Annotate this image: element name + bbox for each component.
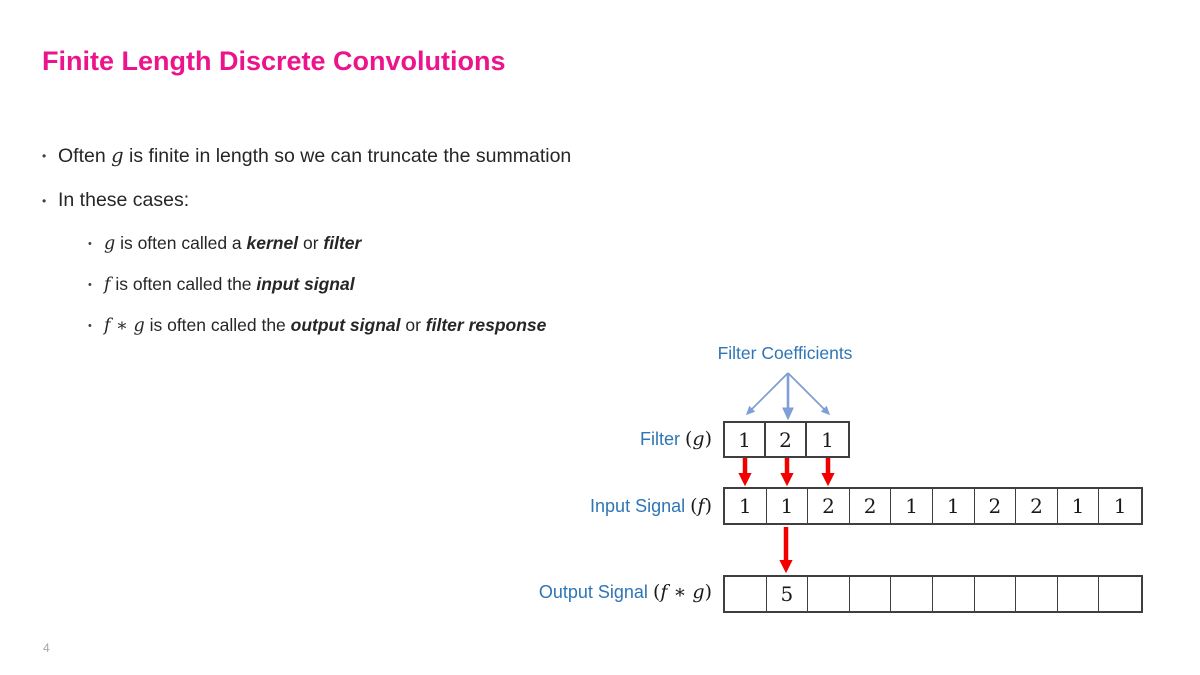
text-segment: is often called the [110,274,257,294]
text-segment: ( [690,495,698,517]
text-segment: ( [684,428,693,450]
grid-cell: 1 [1113,494,1127,518]
grid-cell: 2 [766,423,807,456]
filter-apply-arrows [738,457,835,487]
grid-cell: 1 [1058,489,1100,523]
bullet-dot-icon: • [42,149,47,163]
bullet-item: • f ∗ g is often called the output signal… [88,314,982,338]
text-segment: is finite in length so we can truncate t… [123,145,572,167]
bullet-dot-icon: • [42,194,47,208]
text-segment: output signal [290,315,401,335]
bullet-text: In these cases: [58,188,189,213]
page-number: 4 [43,641,50,655]
grid-cell: 1 [821,427,834,452]
bullet-list: • Often g is finite in length so we can t… [42,143,982,355]
text-segment: g [133,316,145,336]
input-signal-row-label: Input Signal (f) [430,495,712,517]
grid-cell: 1 [767,489,809,523]
text-segment: ) [704,428,712,450]
text-segment: g [692,581,705,603]
bullet-item: • In these cases: [42,188,982,213]
bullet-dot-icon: • [88,238,92,250]
bullet-dot-icon: • [88,279,92,291]
filter-row-label: Filter (g) [430,428,712,450]
text-segment: Output Signal [538,582,653,602]
grid-cell: 5 [767,577,809,611]
grid-cell [891,577,933,611]
text-segment: ) [704,495,712,517]
text-segment: In these cases: [58,189,190,211]
output-signal-row-label: Output Signal (f ∗ g) [430,581,712,603]
bullet-text: f ∗ g is often called the output signal … [104,314,546,338]
bullet-text: Often g is finite in length so we can tr… [58,143,571,169]
grid-cell [933,577,975,611]
grid-cell [1099,577,1141,611]
text-segment: kernel [246,233,299,253]
slide-title: Finite Length Discrete Convolutions [42,46,506,76]
grid-cell: 2 [808,489,850,523]
grid-cell [850,577,892,611]
grid-cell: 2 [850,489,892,523]
text-segment: input signal [256,274,355,294]
text-segment: is often called the [144,315,291,335]
bullet-text: f is often called the input signal [104,273,355,297]
diagram-arrows [738,372,835,574]
grid-cell: 1 [725,423,766,456]
filter-coefficients-label: Filter Coefficients [717,343,853,363]
text-segment: Filter [639,429,685,449]
text-segment: ( [652,581,661,603]
grid-cell: 1 [725,489,767,523]
text-segment: Often [58,145,112,167]
text-segment: g [692,428,705,450]
text-segment: or [400,315,426,335]
grid-cell: 1 [891,489,933,523]
grid-cell: 2 [975,489,1017,523]
text-segment: or [298,233,324,253]
bullet-dot-icon: • [88,320,92,332]
text-segment: f [697,495,705,517]
bullet-item: • Often g is finite in length so we can t… [42,143,982,169]
text-segment: g [104,234,116,254]
output-signal-row-grid: 5 [723,575,1143,613]
grid-cell [725,577,767,611]
grid-cell: 1 [933,489,975,523]
text-segment: is often called a [115,233,247,253]
bullet-item: • g is often called a kernel or filter [88,232,982,256]
text-segment: Input Signal [590,496,691,516]
text-segment: filter response [425,315,547,335]
text-segment: ∗ [110,316,134,336]
bullet-text: g is often called a kernel or filter [104,232,361,256]
grid-cell [1016,577,1058,611]
grid-cell [808,577,850,611]
text-segment: f [104,275,111,295]
filter-coefficients-fan-arrows [745,372,831,421]
grid-cell: 2 [1016,489,1058,523]
text-segment: f [660,581,668,603]
text-segment: f [104,316,111,336]
text-segment: filter [323,233,362,253]
text-segment: ) [704,581,712,603]
grid-cell [1058,577,1100,611]
text-segment: ∗ [667,581,693,603]
bullet-item: • f is often called the input signal [88,273,982,297]
grid-cell [975,577,1017,611]
text-segment: g [111,144,124,167]
